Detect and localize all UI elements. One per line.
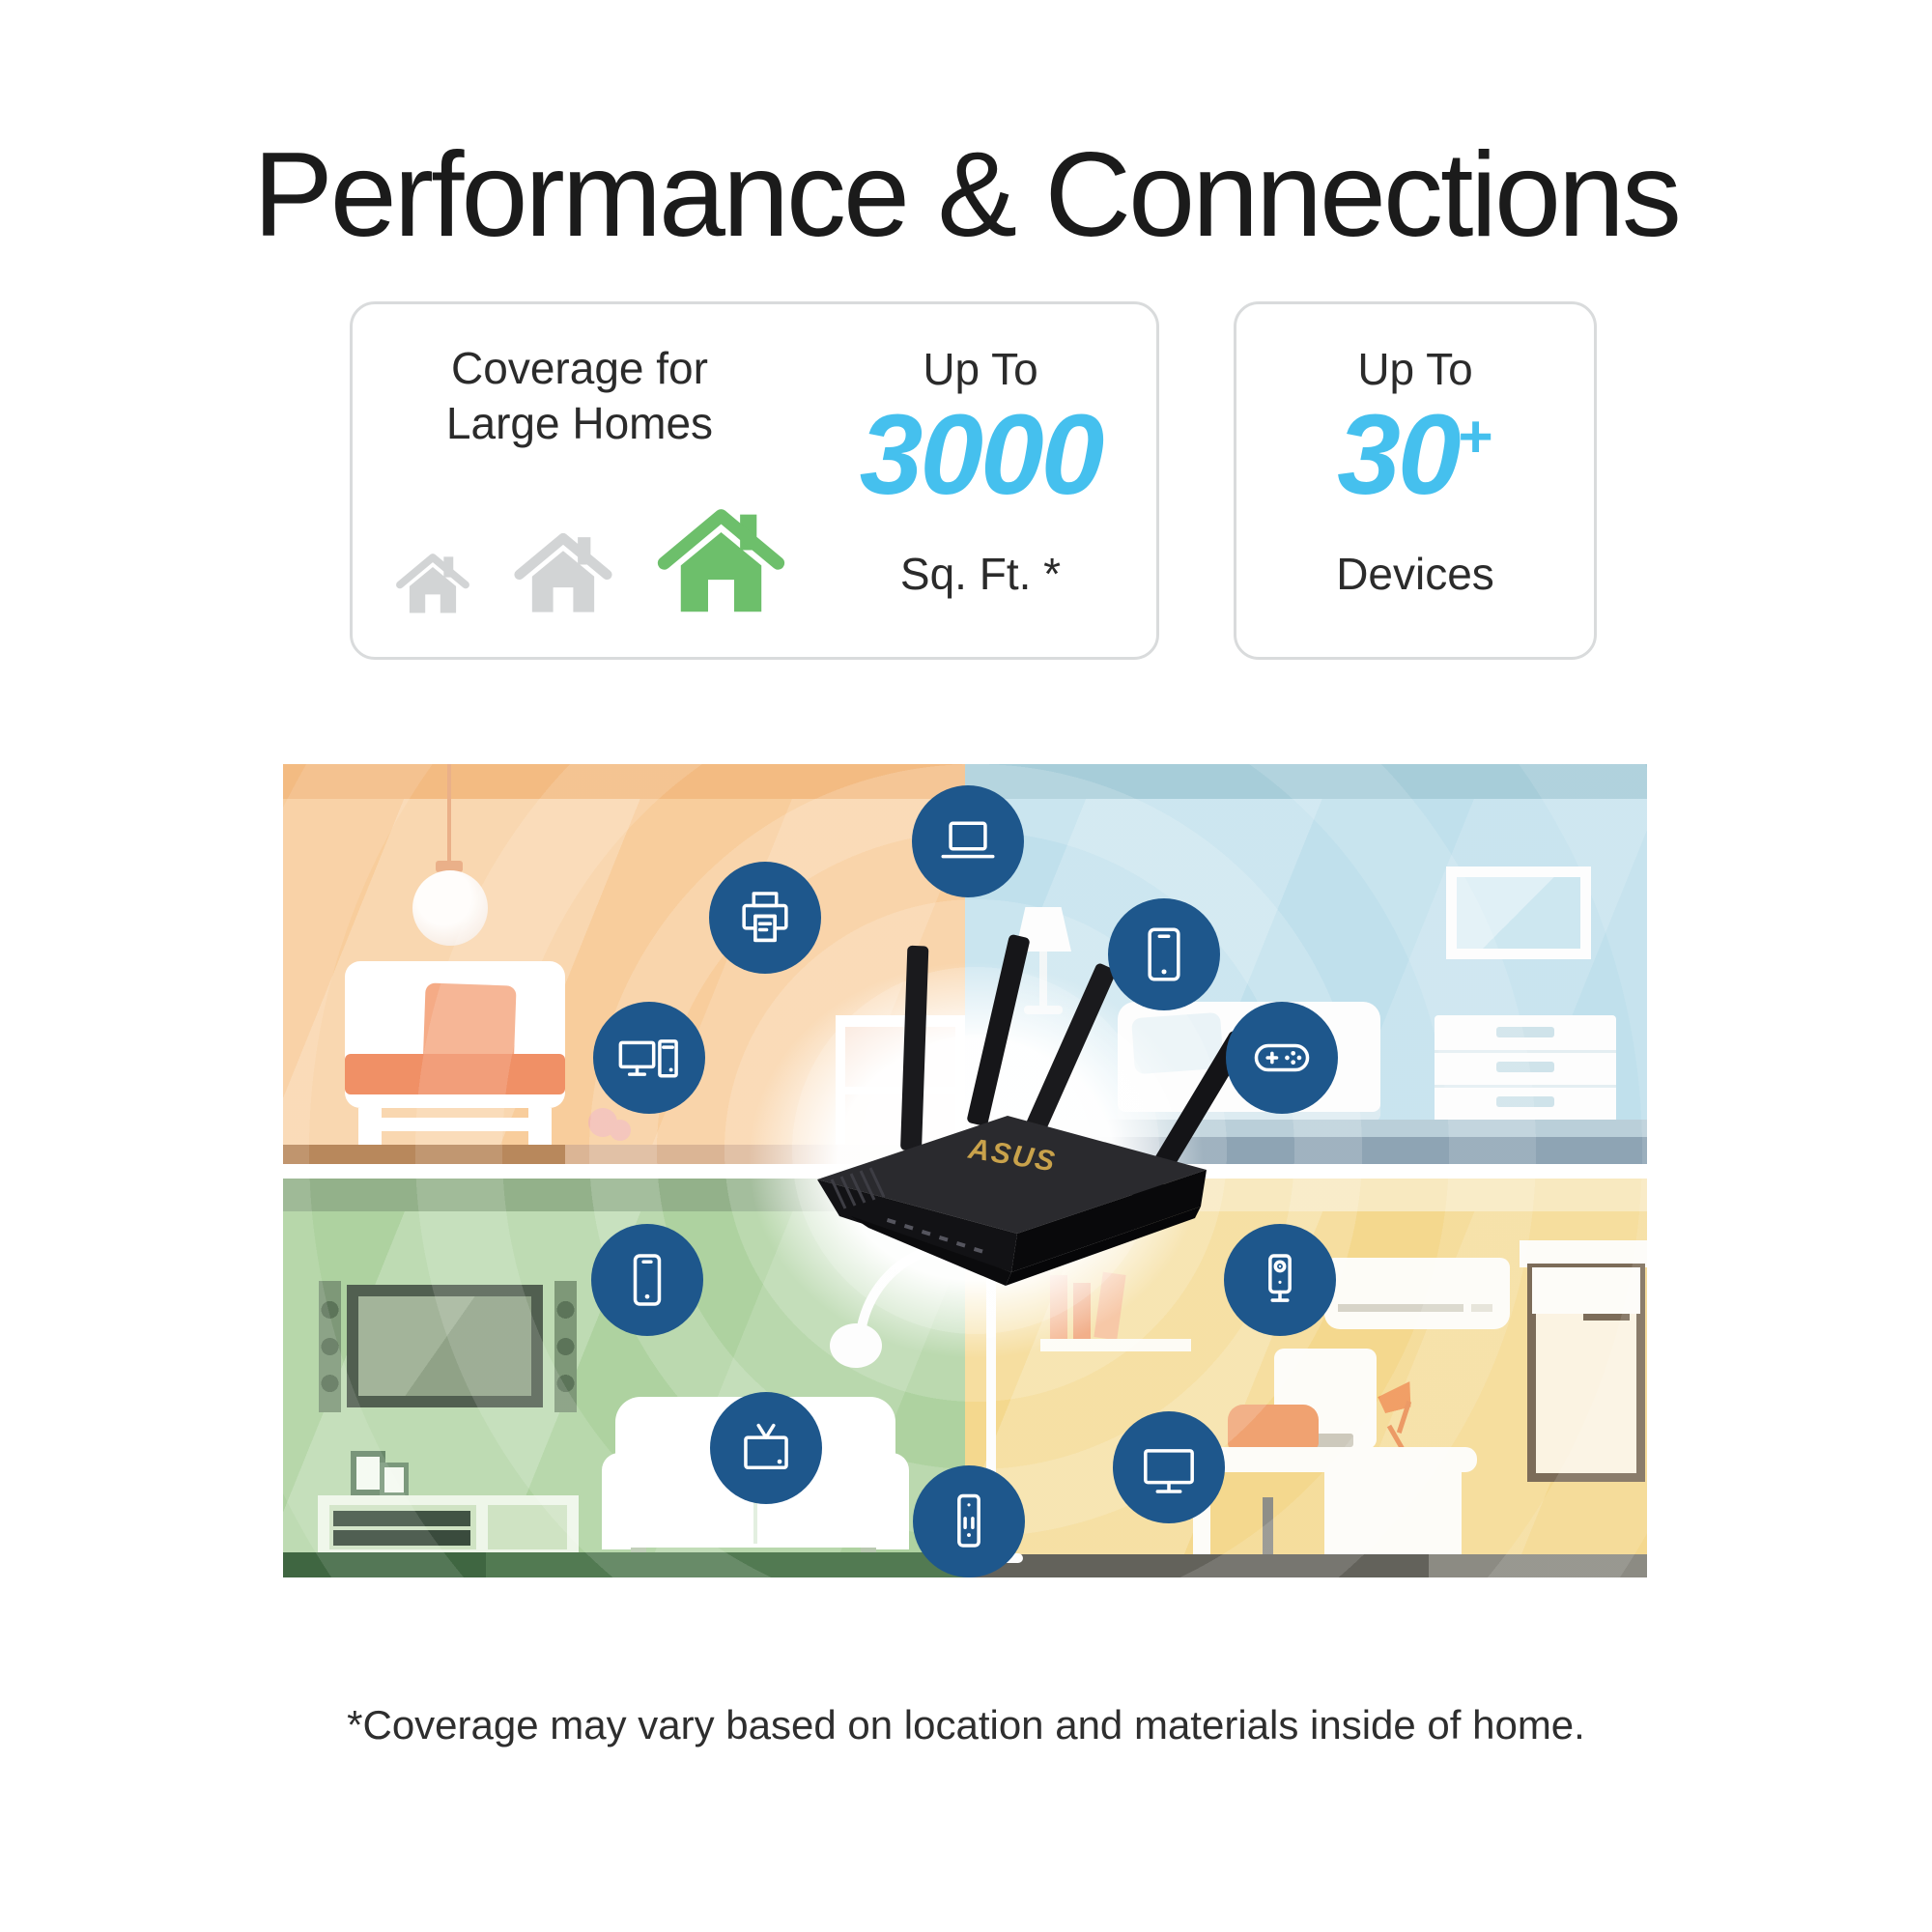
smartphone-icon bbox=[633, 1254, 662, 1306]
device-security-camera bbox=[1224, 1224, 1336, 1336]
coverage-value: 3000 bbox=[859, 391, 1105, 519]
printer-icon bbox=[742, 892, 788, 943]
coverage-up-to-label: Up To bbox=[923, 344, 1038, 394]
device-smart-plug bbox=[913, 1465, 1025, 1577]
devices-card: Up To 30+ Devices bbox=[1234, 301, 1597, 660]
device-tablet bbox=[1108, 898, 1220, 1010]
devices-count: 30 bbox=[1337, 391, 1461, 519]
device-game-console bbox=[1226, 1002, 1338, 1114]
security-camera-icon bbox=[1268, 1254, 1292, 1302]
devices-value: 30+ bbox=[1236, 389, 1594, 521]
tv-icon bbox=[744, 1423, 788, 1470]
page-title: Performance & Connections bbox=[253, 128, 1682, 263]
coverage-heading-line1: Coverage for bbox=[451, 343, 708, 393]
small-home-icon bbox=[395, 546, 470, 614]
coverage-heading-line2: Large Homes bbox=[445, 398, 714, 449]
device-monitor bbox=[1113, 1411, 1225, 1523]
coverage-heading: Coverage for Large Homes bbox=[353, 341, 807, 451]
coverage-footnote: *Coverage may vary based on location and… bbox=[347, 1702, 1585, 1747]
laptop-icon bbox=[941, 821, 995, 859]
monitor-icon bbox=[1144, 1449, 1194, 1493]
tablet-icon bbox=[1148, 927, 1180, 981]
home-illustration: ASUS bbox=[283, 764, 1647, 1577]
coverage-unit: Sq. Ft. * bbox=[899, 549, 1062, 599]
house-size-icons bbox=[395, 496, 801, 614]
medium-home-icon bbox=[513, 523, 613, 614]
large-home-icon bbox=[656, 496, 786, 614]
device-laptop bbox=[912, 785, 1024, 897]
floor-lamp-head bbox=[830, 1323, 882, 1368]
devices-label: Devices bbox=[1336, 549, 1494, 599]
smart-plug-icon bbox=[957, 1493, 980, 1548]
desktop-pc-icon bbox=[618, 1039, 678, 1078]
game-controller-icon bbox=[1254, 1043, 1310, 1072]
devices-up-to-label: Up To bbox=[1357, 344, 1473, 394]
device-desktop-computer bbox=[593, 1002, 705, 1114]
device-printer bbox=[709, 862, 821, 974]
coverage-card: Coverage for Large Homes Up To 3000 Sq. … bbox=[350, 301, 1159, 660]
device-television bbox=[710, 1392, 822, 1504]
plus-sign: + bbox=[1458, 404, 1493, 470]
device-smartphone bbox=[591, 1224, 703, 1336]
